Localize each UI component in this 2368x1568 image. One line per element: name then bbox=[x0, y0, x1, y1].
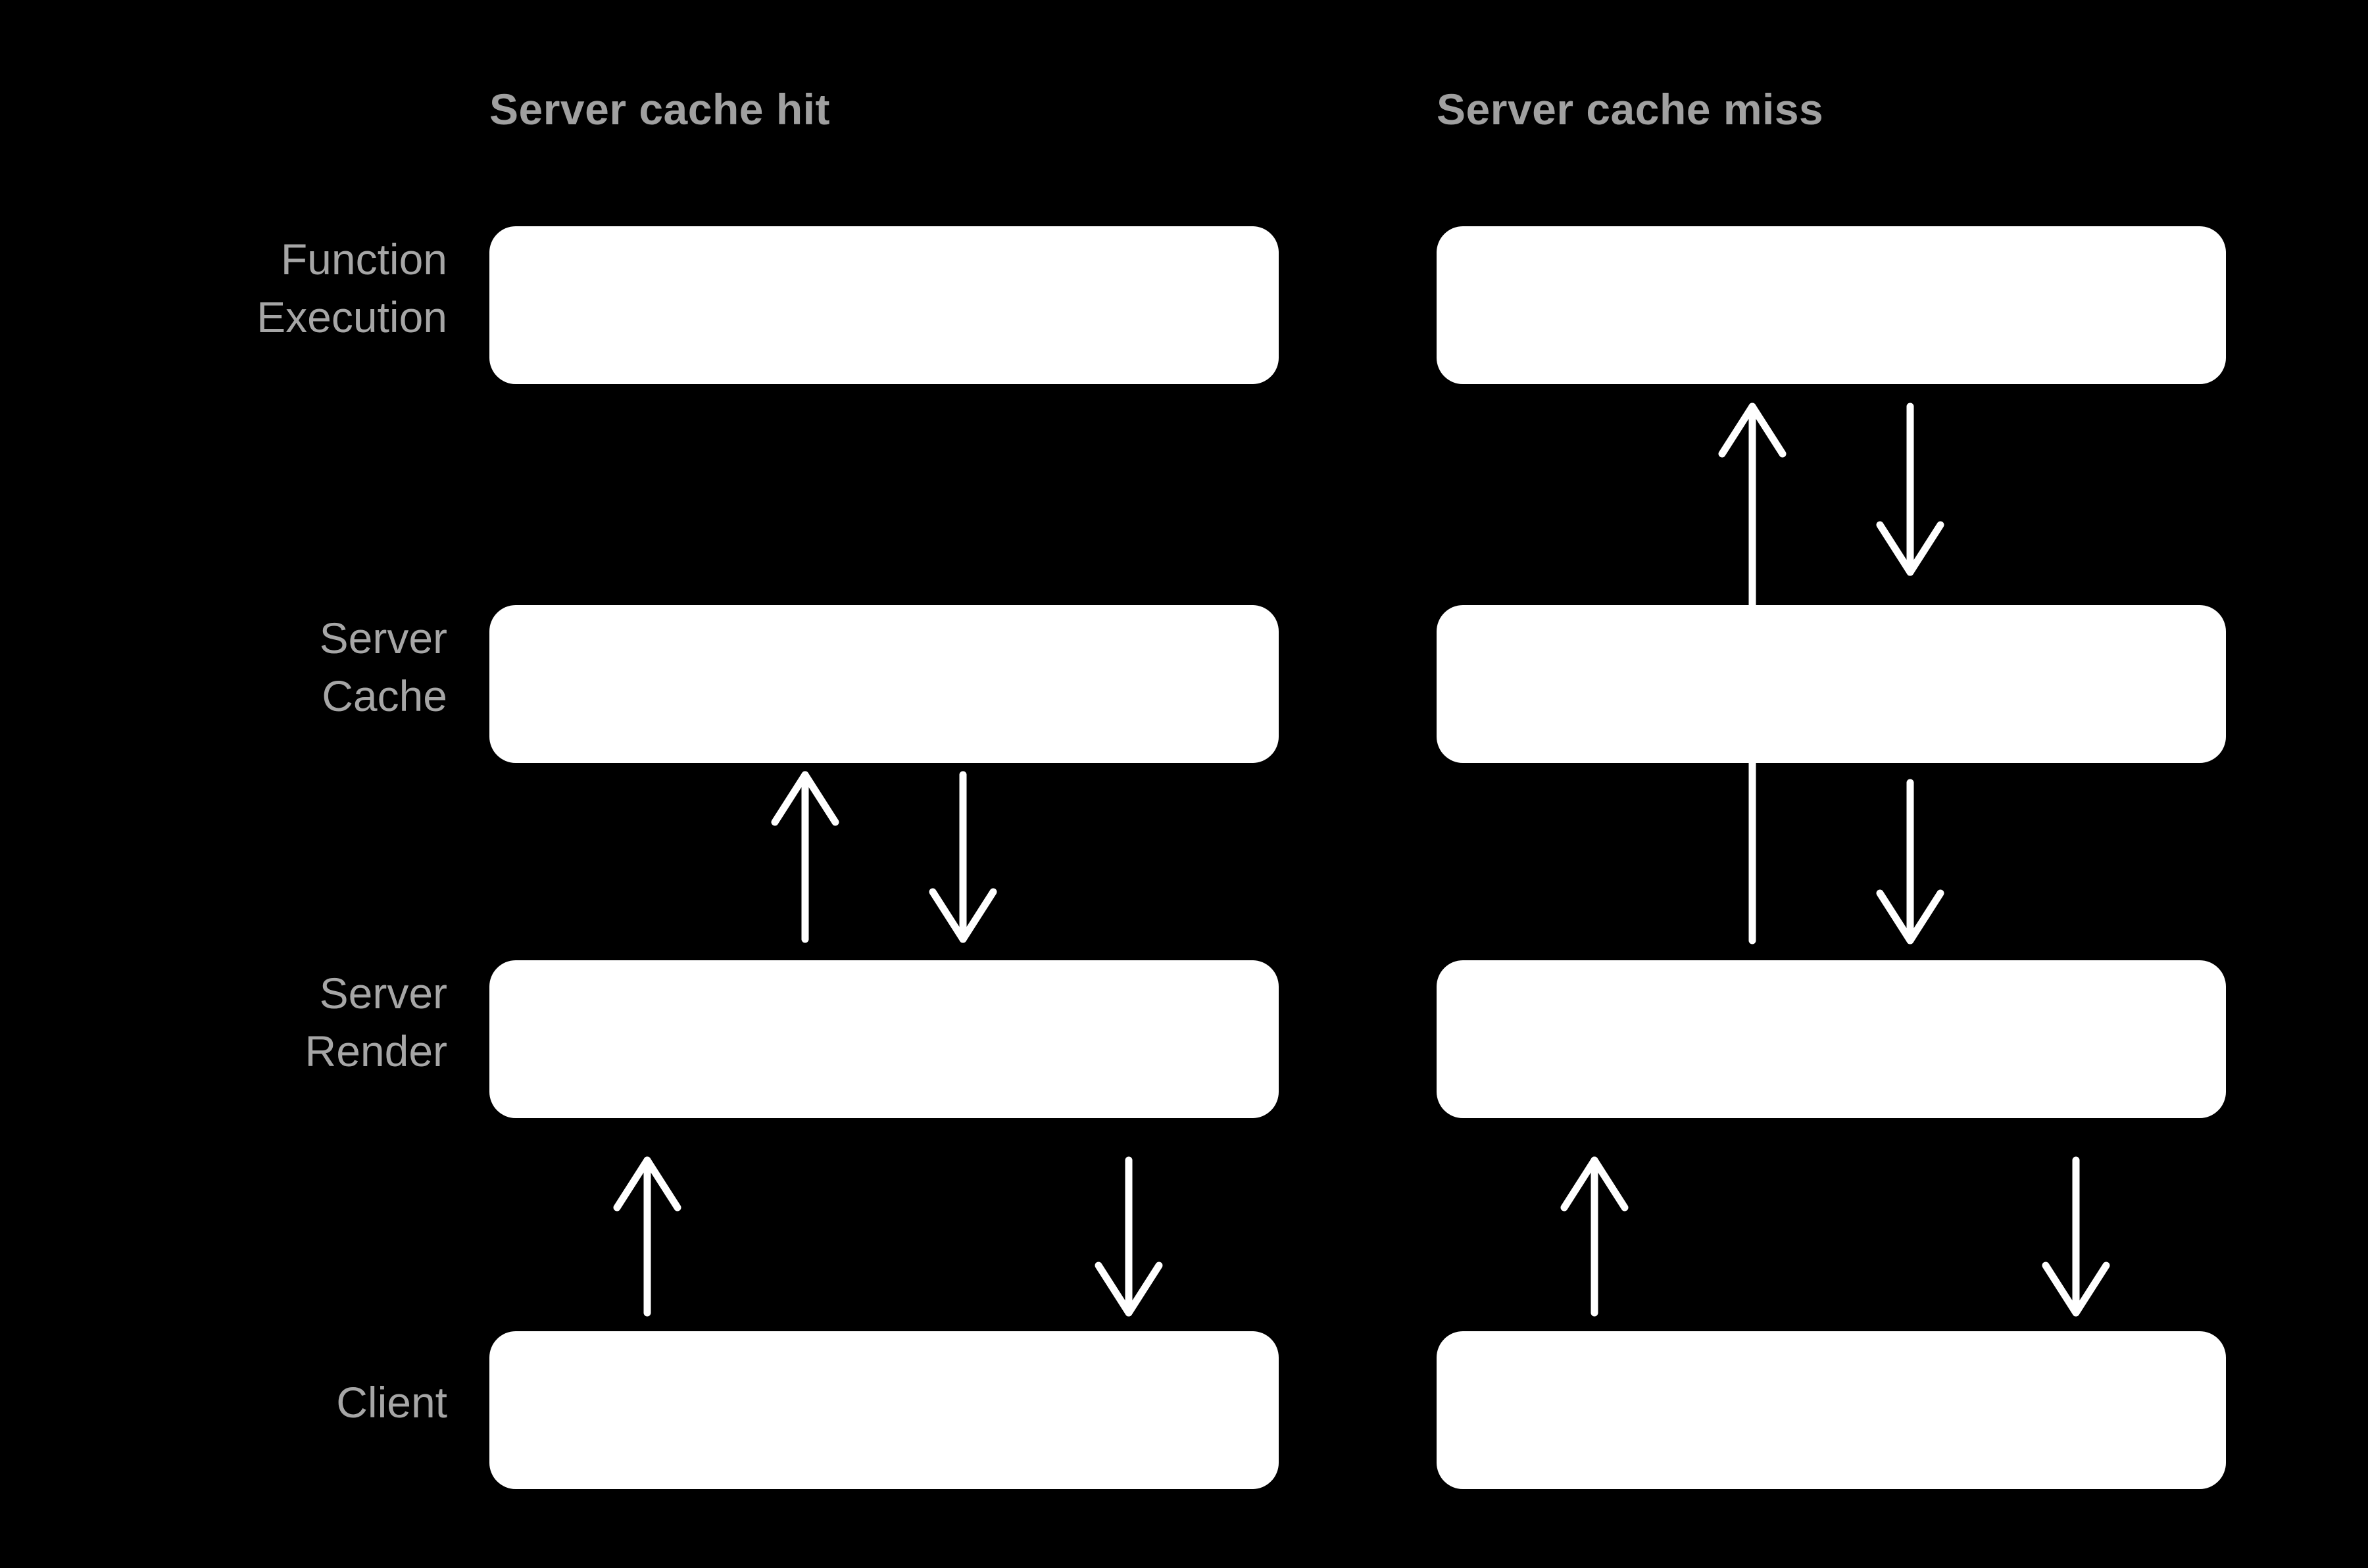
node-box-cache-miss-client bbox=[1437, 1331, 2226, 1489]
arrow-miss-client-to-render bbox=[1560, 1156, 1629, 1317]
arrow-head-down bbox=[2042, 1262, 2110, 1317]
row-label-function-execution: Function Execution bbox=[257, 235, 447, 342]
arrow-head-down bbox=[929, 888, 997, 943]
arrow-head-up bbox=[1560, 1156, 1629, 1212]
node-box-cache-hit-server-cache bbox=[489, 605, 1279, 763]
column-header-server-cache-hit: Server cache hit bbox=[489, 85, 830, 134]
arrow-hit-render-to-cache bbox=[771, 771, 839, 943]
arrow-head-down bbox=[1095, 1262, 1163, 1317]
arrow-miss-fn-to-cache bbox=[1876, 403, 1944, 576]
node-box-cache-hit-client bbox=[489, 1331, 1279, 1489]
row-label-client: Client bbox=[336, 1378, 447, 1427]
arrow-head-up bbox=[613, 1156, 681, 1212]
node-box-cache-hit-server-render bbox=[489, 960, 1279, 1118]
arrow-hit-client-to-render bbox=[613, 1156, 681, 1317]
row-label-server-render: Server Render bbox=[305, 969, 447, 1076]
arrow-head-down bbox=[1876, 889, 1944, 944]
node-box-cache-miss-server-render bbox=[1437, 960, 2226, 1118]
node-box-cache-hit-function-execution bbox=[489, 226, 1279, 384]
arrow-head-down bbox=[1876, 521, 1944, 576]
arrow-head-up bbox=[1718, 403, 1787, 458]
node-box-cache-miss-function-execution bbox=[1437, 226, 2226, 384]
arrow-head-up bbox=[771, 771, 839, 826]
arrow-hit-cache-to-render bbox=[929, 771, 997, 943]
arrow-miss-cache-to-render bbox=[1876, 779, 1944, 944]
column-header-server-cache-miss: Server cache miss bbox=[1437, 85, 1824, 134]
node-box-cache-miss-server-cache bbox=[1437, 605, 2226, 763]
row-label-server-cache: Server Cache bbox=[319, 614, 447, 721]
arrow-hit-render-to-client bbox=[1095, 1156, 1163, 1317]
arrow-miss-render-to-client bbox=[2042, 1156, 2110, 1317]
